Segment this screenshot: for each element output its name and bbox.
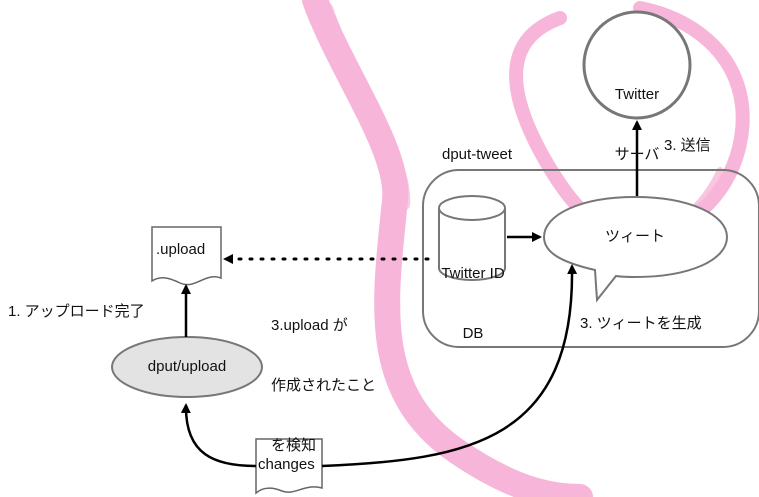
detect-label-line1: 3.upload が	[271, 317, 348, 334]
changes-file-label: changes	[258, 456, 315, 473]
upload-file-label: .upload	[156, 241, 206, 258]
detect-label: 3.upload が 作成されたこと を検知	[271, 276, 376, 476]
upload-done-label: 1. アップロード完了	[8, 303, 145, 320]
twitter-id-db-label: Twitter ID DB	[427, 224, 519, 364]
twitter-id-db-node	[438, 195, 506, 281]
upload-file-node	[151, 226, 222, 286]
detect-label-line2: 作成されたこと	[271, 377, 377, 394]
dput-tweet-container	[422, 169, 759, 348]
dput-upload-label: dput/upload	[147, 358, 227, 375]
twitter-server-label-line1: Twitter	[614, 86, 660, 103]
twitter-server-label-line2: サーバ	[614, 146, 660, 163]
send-label: 3. 送信	[664, 137, 711, 154]
tweet-label: ツィート	[604, 228, 665, 245]
edge-changes-to-tweet	[321, 264, 578, 468]
detect-label-line3: を検知	[271, 437, 317, 454]
twitter-id-db-label-line1: Twitter ID	[441, 265, 505, 282]
dput-tweet-label: dput-tweet	[442, 146, 513, 163]
twitter-id-db-label-line2: DB	[462, 325, 484, 342]
changes-file-node	[255, 438, 323, 495]
twitter-server-node	[582, 10, 692, 120]
twitter-server-label: Twitter サーバ	[597, 45, 677, 185]
edge-changes-to-dput	[180, 403, 257, 468]
generate-label: 3. ツィートを生成	[580, 315, 702, 332]
tweet-bubble-node	[542, 195, 729, 303]
